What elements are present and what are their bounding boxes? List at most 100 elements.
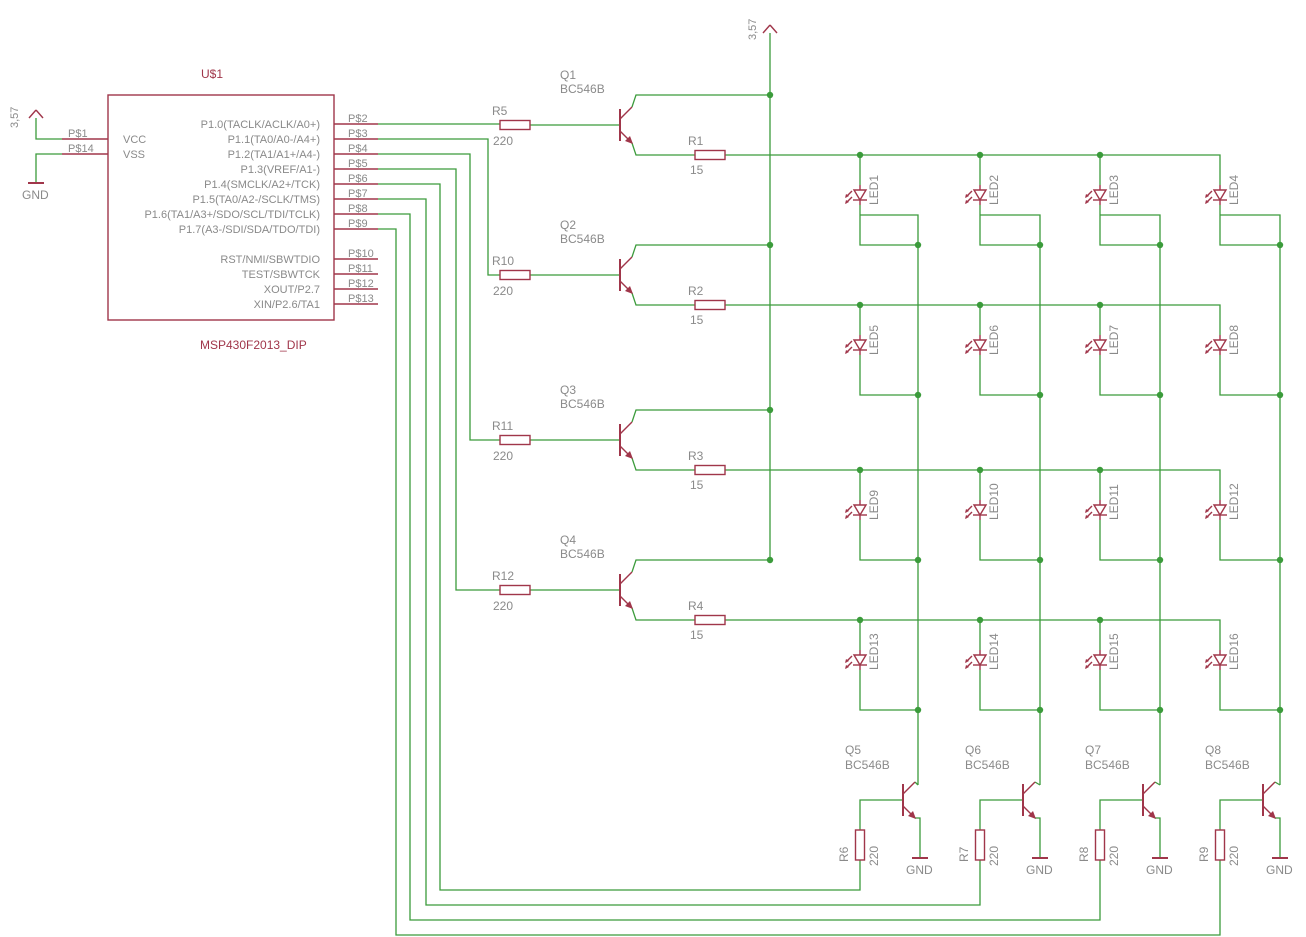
row-base-resistor-value: 220: [493, 284, 513, 298]
led-triangle: [972, 654, 988, 667]
row-transistor-name: Q2: [560, 218, 576, 232]
collector-wire: [631, 94, 770, 108]
row-bus-wire: [725, 619, 1221, 645]
ic-pin-function-label: P1.3(VREF/A1-): [241, 164, 320, 176]
led-light-arrowhead: [1085, 200, 1089, 204]
led-label: LED7: [1107, 325, 1121, 355]
led-light-arrowhead: [965, 515, 969, 519]
ic-body: [107, 94, 335, 321]
led-cathode-wire: [1099, 520, 1160, 561]
led-10: [965, 500, 988, 520]
junction-dot: [766, 406, 774, 414]
wires: [35, 33, 1281, 936]
supply-arrow-left: [762, 24, 771, 34]
row-base-resistor-value: 220: [493, 134, 513, 148]
ic-pin-function-label: P1.5(TA0/A2-/SCLK/TMS): [192, 194, 320, 206]
led-cathode-wire: [1099, 355, 1160, 396]
led-light-arrowhead: [965, 665, 969, 669]
led-light-arrowhead: [965, 659, 969, 663]
row-base-resistor-name: R10: [492, 254, 514, 268]
led-6: [965, 335, 988, 355]
junction-dot: [1036, 556, 1044, 564]
led-light-arrowhead: [1205, 665, 1209, 669]
junction-dot: [1036, 391, 1044, 399]
ic-pin-number: P$10: [348, 248, 374, 260]
junction-dot: [914, 241, 922, 249]
led-light-arrowhead: [845, 509, 849, 513]
ic-to-row-wire: [378, 138, 500, 276]
led-light-arrowhead: [1085, 515, 1089, 519]
rail-supply-label: 3,57: [747, 19, 759, 40]
ic-name: U$1: [201, 67, 223, 81]
transistor-emitter-arrow: [625, 136, 633, 144]
column-transistor: [1142, 781, 1156, 819]
column-resistor-name: R7: [957, 846, 971, 862]
led-label: LED1: [867, 175, 881, 205]
ic-pin-number: P$2: [348, 113, 368, 125]
ic-to-row-wire: [378, 168, 500, 591]
components: [28, 24, 1288, 861]
junction-dot: [1276, 556, 1284, 564]
led-triangle: [1212, 504, 1228, 517]
ic-pin-function-label: P1.2(TA1/A1+/A4-): [228, 149, 320, 161]
row-bus-wire: [725, 469, 1221, 495]
junction-dot: [856, 301, 864, 309]
led-label: LED9: [867, 490, 881, 520]
row-current-resistor-name: R3: [688, 449, 704, 463]
ic-pin-function-label: XOUT/P2.7: [264, 284, 320, 296]
junction-dot: [766, 241, 774, 249]
junction-dot: [1096, 616, 1104, 624]
row-transistor: [619, 421, 633, 459]
led-triangle: [852, 339, 868, 352]
row-current-resistor-value: 15: [690, 313, 704, 327]
junction-dot: [1096, 151, 1104, 159]
ic-pin-number: P$6: [348, 173, 368, 185]
column-emitter-wire: [1155, 817, 1161, 858]
column-resistor-name: R8: [1077, 846, 1091, 862]
row-current-resistor-value: 15: [690, 478, 704, 492]
ic-pin-number: P$13: [348, 293, 374, 305]
led-light-arrowhead: [1085, 194, 1089, 198]
row-current-resistor-name: R4: [688, 599, 704, 613]
led-label: LED10: [987, 483, 1001, 520]
led-cathode-wire: [859, 520, 918, 561]
junction-dot: [914, 391, 922, 399]
ic-to-column-wire: [378, 213, 1101, 921]
row-current-resistor-value: 15: [690, 628, 704, 642]
led-triangle: [1092, 654, 1108, 667]
led-2: [965, 185, 988, 205]
collector-wire: [631, 244, 770, 258]
emitter-wire: [631, 607, 695, 621]
led-14: [965, 650, 988, 670]
led-triangle: [1212, 654, 1228, 667]
column-base-resistor: [1214, 829, 1226, 861]
led-cathode-wire: [859, 355, 918, 396]
transistor-emitter-arrow: [625, 601, 633, 609]
transistor-collector-leg: [619, 571, 633, 585]
led-light-arrowhead: [845, 344, 849, 348]
junction-dot: [856, 151, 864, 159]
led-label: LED3: [1107, 175, 1121, 205]
junction-dot: [1096, 301, 1104, 309]
led-light-arrowhead: [1085, 350, 1089, 354]
led-triangle: [852, 189, 868, 202]
led-cathode-wire: [1219, 670, 1280, 711]
row-transistor: [619, 106, 633, 144]
column-transistor: [1022, 781, 1036, 819]
column-resistor-name: R9: [1197, 846, 1211, 862]
column-base-resistor: [1094, 829, 1106, 861]
led-light-arrowhead: [845, 200, 849, 204]
labels: U$1MSP430F2013_DIPVCCP$1VSSP$143,57GNDP1…: [9, 19, 1293, 877]
column-transistor-name: Q7: [1085, 743, 1101, 757]
led-light-arrowhead: [1205, 350, 1209, 354]
ic-to-column-wire: [378, 198, 981, 906]
row-base-resistor-name: R12: [492, 569, 514, 583]
led-label: LED11: [1107, 484, 1121, 520]
led-12: [1205, 500, 1228, 520]
led-light-arrowhead: [1205, 194, 1209, 198]
led-1: [845, 185, 868, 205]
emitter-wire: [631, 457, 695, 471]
led-light-arrowhead: [845, 350, 849, 354]
row-transistor-model: BC546B: [560, 397, 605, 411]
